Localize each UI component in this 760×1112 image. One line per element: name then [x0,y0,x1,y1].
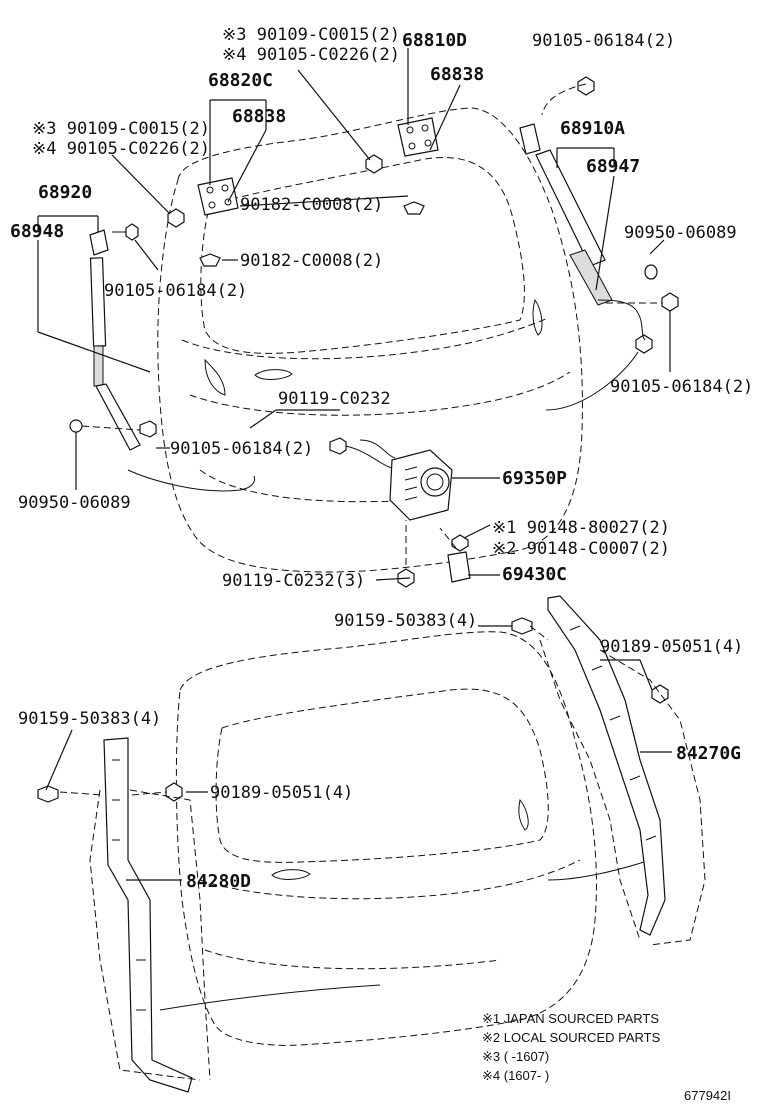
part-label: ※2 90148-C0007(2) [492,539,670,559]
hinge-68820c [197,177,239,216]
part-label: ※3 90109-C0015(2) [32,119,210,139]
part-label: 68838 [232,106,286,127]
part-label: 68947 [586,156,640,177]
part-label: 68910A [560,118,625,139]
hinge-68810d [397,117,439,157]
part-label: 90119-C0232 [278,389,391,409]
lower-leader-lines [45,625,706,1081]
footnote: ※4 (1607- ) [482,1068,549,1083]
part-label: ※4 90105-C0226(2) [222,45,400,65]
part-label: 90105-06184(2) [170,439,313,459]
part-label: 90105-06184(2) [104,281,247,301]
part-label: 84270G [676,743,741,764]
upper-back-door-assembly [37,48,679,588]
part-label: 68948 [10,221,64,242]
cable-right [545,351,639,411]
part-label: 68810D [402,30,467,51]
garnish-right-84270g [511,595,669,936]
bolt-icon [451,534,469,552]
figure-id: 677942I [684,1088,731,1103]
footnotes: ※1 JAPAN SOURCED PARTS ※2 LOCAL SOURCED … [482,1011,731,1103]
bracket-69430c [447,551,471,583]
part-label: 90189-05051(4) [600,637,743,657]
part-label: 68820C [208,70,273,91]
cable-left [127,469,255,492]
power-back-door-motor-69350p [329,437,453,521]
footnote: ※3 ( -1607) [482,1049,549,1064]
part-label: 84280D [186,871,251,892]
part-label: 90950-06089 [624,223,737,243]
lower-back-door-assembly [37,595,706,1093]
upper-leader-lines [37,48,671,581]
nut-icon [199,201,425,267]
back-door-window-outline [200,156,525,354]
back-door-stay-right-68910a [519,123,658,341]
part-label: 69430C [502,564,567,585]
part-label: 90159-50383(4) [18,709,161,729]
back-door-panel-outline [157,107,583,573]
bolt-icon [139,420,157,438]
back-door-lower-window [215,688,549,863]
part-label: 90105-06184(2) [610,377,753,397]
footnote: ※2 LOCAL SOURCED PARTS [482,1030,661,1045]
part-label: 90119-C0232(3) [222,571,365,591]
part-label: ※1 90148-80027(2) [492,518,670,538]
part-label: 68920 [38,182,92,203]
back-door-lower-outline [175,631,597,1046]
footnote: ※1 JAPAN SOURCED PARTS [482,1011,659,1026]
part-label: 90950-06089 [18,493,131,513]
part-label: 90159-50383(4) [334,611,477,631]
part-label: 69350P [502,468,567,489]
part-label: 90105-06184(2) [532,31,675,51]
lower-part-labels: 90159-50383(4) 90189-05051(4) 90159-5038… [18,611,743,892]
upper-part-labels: ※3 90109-C0015(2) ※4 90105-C0226(2) 6881… [10,25,753,591]
part-label: 68838 [430,64,484,85]
bolt-icon [167,76,679,354]
part-label: ※3 90109-C0015(2) [222,25,400,45]
part-label: 90182-C0008(2) [240,251,383,271]
grommet-icon [69,419,83,433]
part-label: 90189-05051(4) [210,783,353,803]
part-label: 90182-C0008(2) [240,195,383,215]
back-door-stay-left-68920 [89,223,141,451]
garnish-left-84280d [37,737,193,1093]
part-label: ※4 90105-C0226(2) [32,139,210,159]
